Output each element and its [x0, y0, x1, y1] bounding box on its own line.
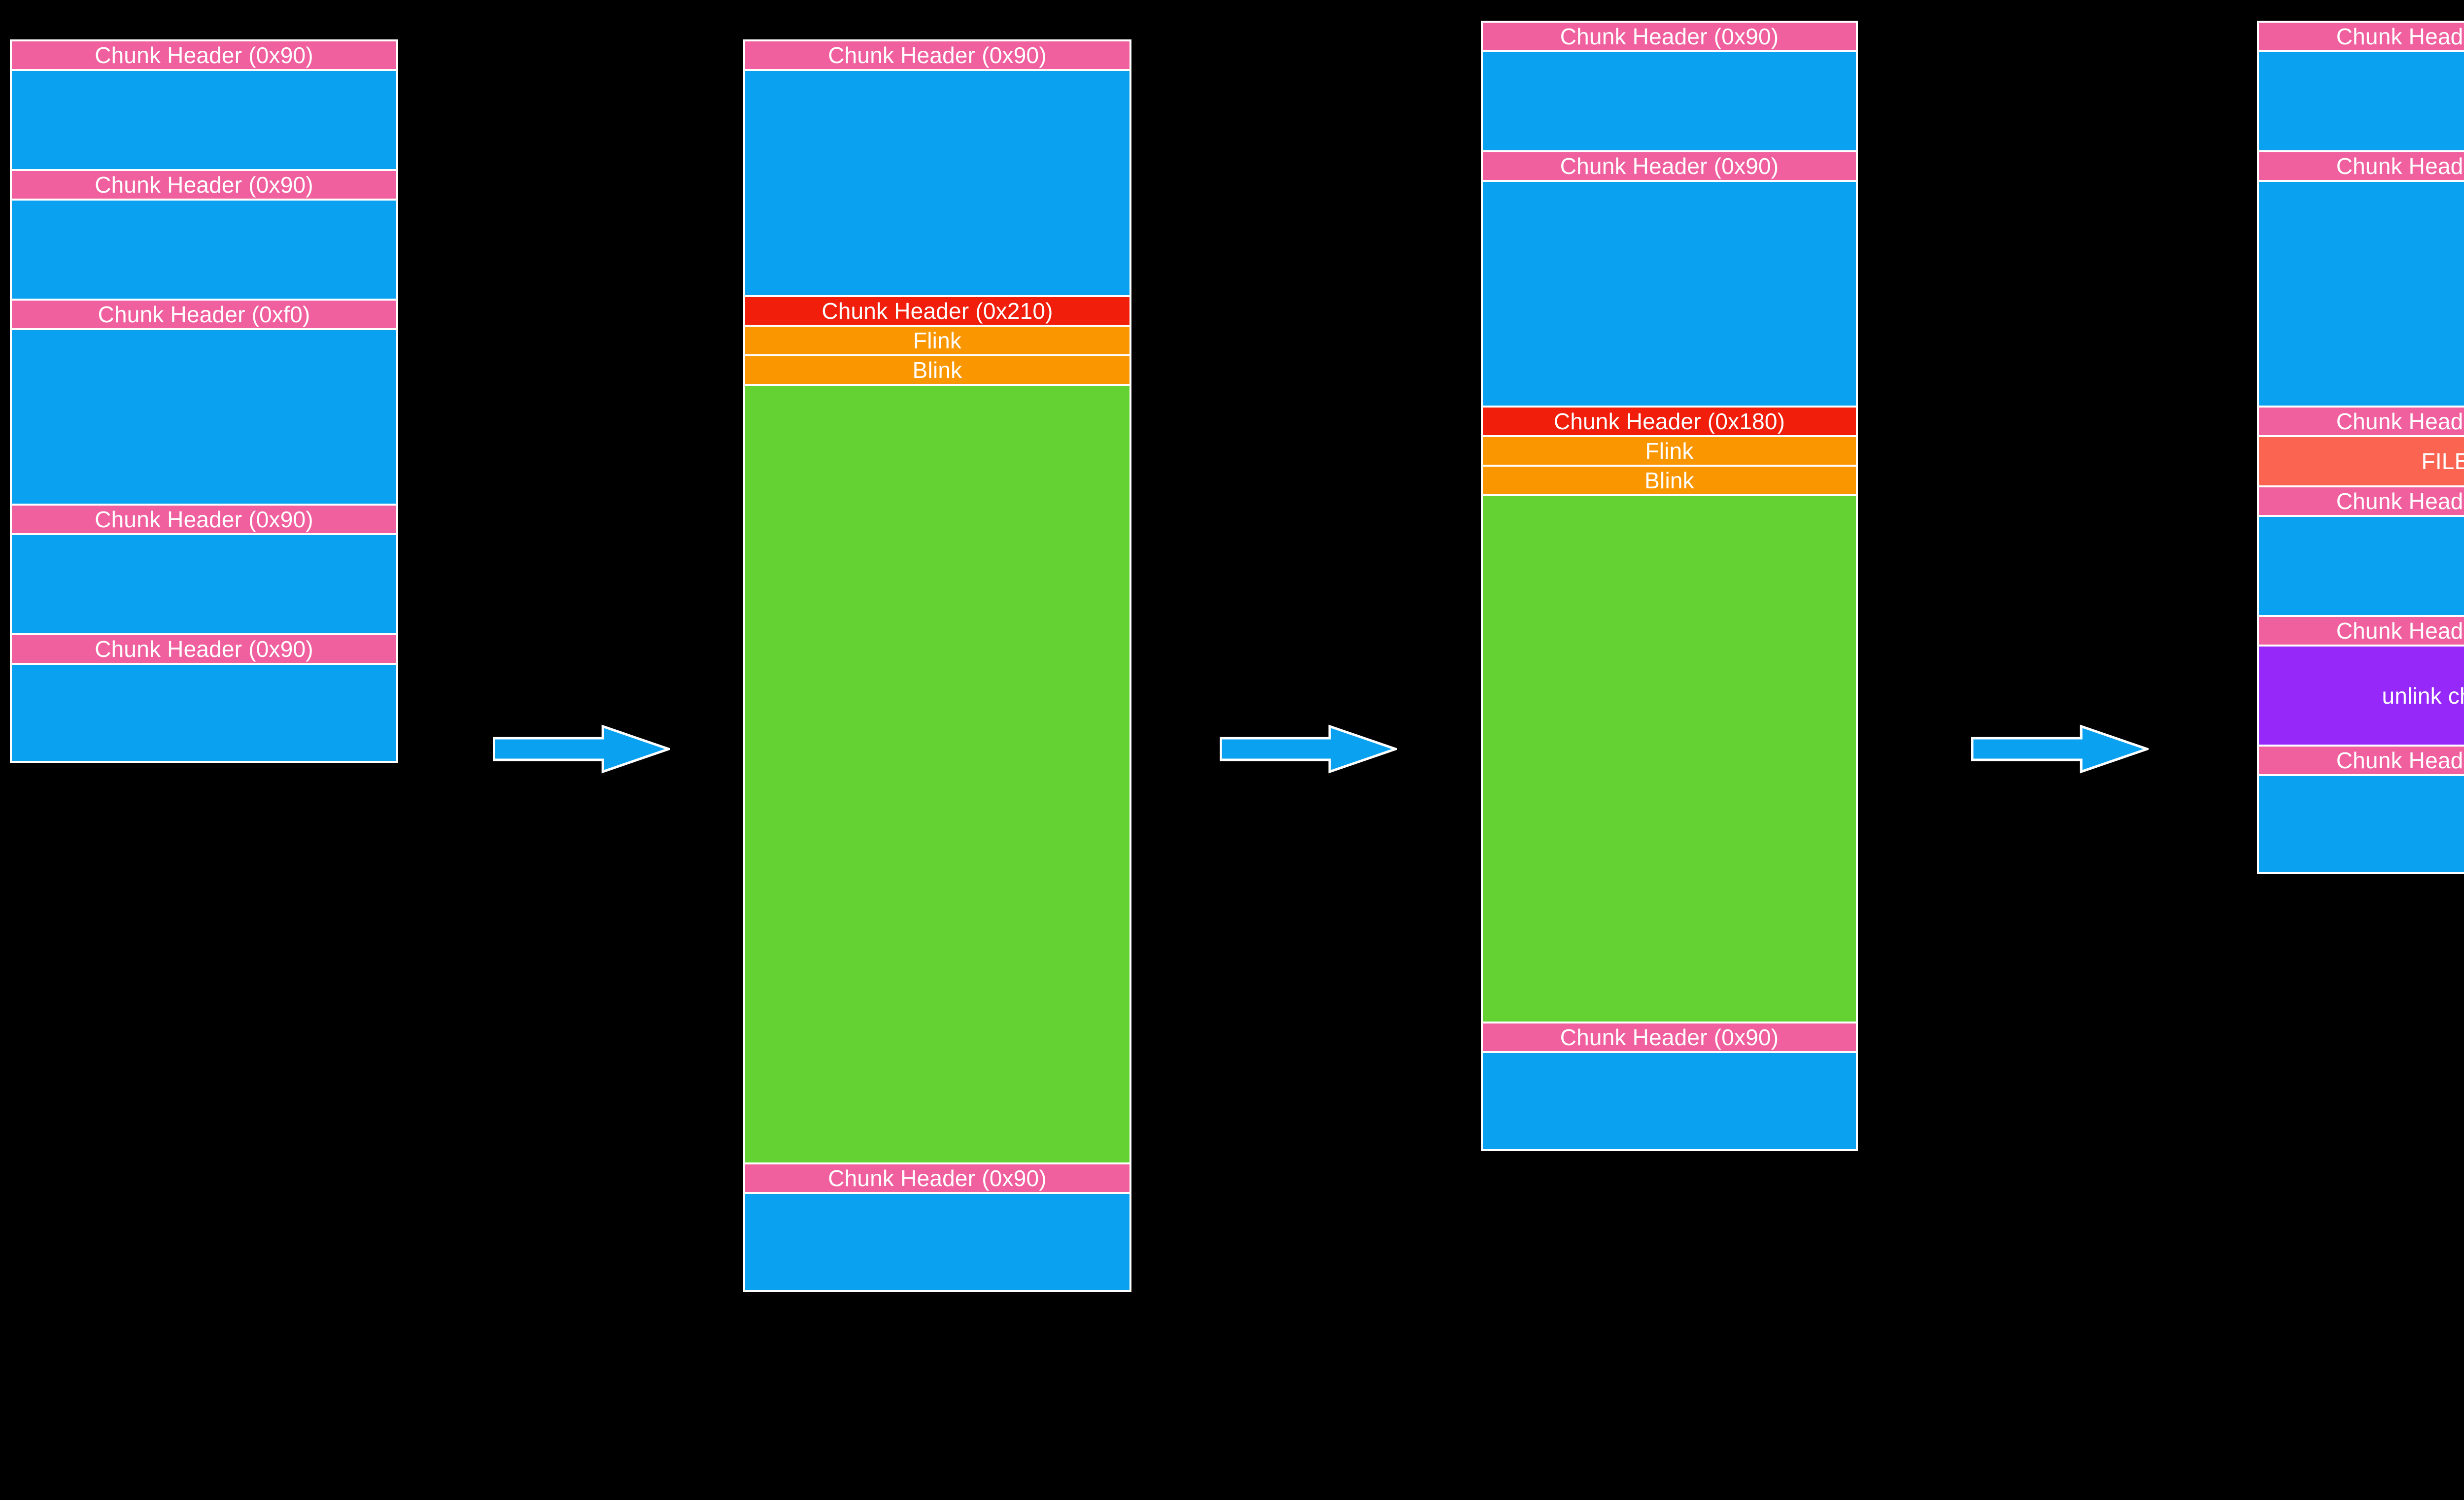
row-label: Chunk Header (0x90): [2336, 618, 2464, 644]
chunk-data: [743, 69, 1131, 295]
row-label: Chunk Header (0x180): [1553, 409, 1785, 434]
chunk-header: Chunk Header (0x90): [743, 1162, 1131, 1192]
blink-field: Blink: [1481, 465, 1858, 494]
chunk-data: [2257, 774, 2464, 874]
row-label: Chunk Header (0x90): [95, 636, 313, 662]
chunk-data: [743, 1192, 1131, 1292]
flink-field: Flink: [743, 325, 1131, 354]
row-label: Chunk Header (0x90): [2336, 153, 2464, 179]
row-label: Blink: [912, 357, 962, 383]
chunk-data: [2257, 180, 2464, 406]
chunk-data: [1481, 50, 1858, 150]
chunk-data: [2257, 50, 2464, 150]
transition-arrow-3-glyph: [1971, 724, 2151, 774]
chunk-data: [10, 69, 398, 169]
chunk-header: Chunk Header (0x90): [2257, 21, 2464, 50]
chunk-data: [1481, 180, 1858, 406]
row-label: Chunk Header (0x90): [95, 507, 313, 532]
chunk-header: Chunk Header (0x90): [10, 504, 398, 533]
chunk-header: Chunk Header (0xf0): [10, 299, 398, 328]
flink-field: Flink: [1481, 435, 1858, 465]
chunk-header: Chunk Header (0x90): [10, 633, 398, 663]
transition-arrow-1-glyph: [492, 724, 673, 774]
transition-arrow-2-glyph: [1219, 724, 1400, 774]
row-label: unlink chunk: [2382, 682, 2464, 709]
chunk-data: [2257, 515, 2464, 615]
chunk-header: Chunk Header (0x90): [1481, 150, 1858, 180]
chunk-header: Chunk Header (0x90): [2257, 485, 2464, 515]
row-label: Flink: [1645, 438, 1694, 464]
row-label: Chunk Header (0x210): [821, 298, 1053, 324]
unlink-chunk: unlink chunk: [2257, 645, 2464, 745]
fake-chunk-header: Chunk Header (0x210): [743, 295, 1131, 325]
row-label: Chunk Header (0x90): [2336, 488, 2464, 514]
transition-arrow-3: [1971, 724, 2151, 774]
row-label: Chunk Header (0x90): [828, 1165, 1047, 1191]
memory-column-stage-3: Chunk Header (0x90) Chunk Header (0x90) Ch…: [1481, 21, 1858, 1151]
row-label: Chunk Header (0x90): [1560, 1024, 1779, 1050]
chunk-data: [10, 328, 398, 504]
memory-column-stage-2: Chunk Header (0x90) Chunk Header (0x210) F…: [743, 39, 1131, 1292]
chunk-data: [1481, 1051, 1858, 1151]
memory-column-stage-1: Chunk Header (0x90) Chunk Header (0x90) Ch…: [10, 39, 398, 763]
row-label: Chunk Header (0x90): [828, 42, 1047, 68]
row-label: Chunk Header (0x90): [1560, 153, 1779, 179]
chunk-header: Chunk Header (0x90): [1481, 1022, 1858, 1051]
chunk-header: Chunk Header (0x90): [10, 169, 398, 199]
row-label: Chunk Header (0x90): [1560, 24, 1779, 49]
chunk-header: Chunk Header (0x90): [2257, 615, 2464, 645]
chunk-data: [10, 533, 398, 633]
row-label: Chunk Header (0x90): [95, 172, 313, 198]
fake-chunk-header: Chunk Header (0x180): [1481, 406, 1858, 435]
memory-column-stage-4: Chunk Header (0x90) Chunk Header (0x90) Ch…: [2257, 21, 2464, 874]
chunk-header: Chunk Header (0x90): [1481, 21, 1858, 50]
row-label: Chunk Header (0x60): [2336, 409, 2464, 434]
blink-field: Blink: [743, 354, 1131, 384]
chunk-data: [10, 663, 398, 763]
chunk-header: Chunk Header (0x90): [2257, 150, 2464, 180]
row-label: Blink: [1644, 468, 1694, 493]
row-label: Chunk Header (0x90): [95, 42, 313, 68]
row-label: Chunk Header (0x90): [2336, 748, 2464, 773]
row-label: Chunk Header (0x90): [2336, 24, 2464, 49]
row-label: Chunk Header (0xf0): [98, 302, 310, 327]
row-label: Flink: [913, 328, 962, 353]
chunk-header: Chunk Header (0x90): [743, 39, 1131, 69]
freed-space: [1481, 494, 1858, 1022]
transition-arrow-2: [1219, 724, 1400, 774]
chunk-header: Chunk Header (0x90): [2257, 745, 2464, 774]
chunk-data: [10, 199, 398, 299]
file-struct: FILE: [2257, 435, 2464, 485]
freed-space: [743, 384, 1131, 1162]
chunk-header: Chunk Header (0x90): [10, 39, 398, 69]
transition-arrow-1: [492, 724, 673, 774]
chunk-header: Chunk Header (0x60): [2257, 406, 2464, 435]
row-label: FILE: [2421, 448, 2464, 474]
